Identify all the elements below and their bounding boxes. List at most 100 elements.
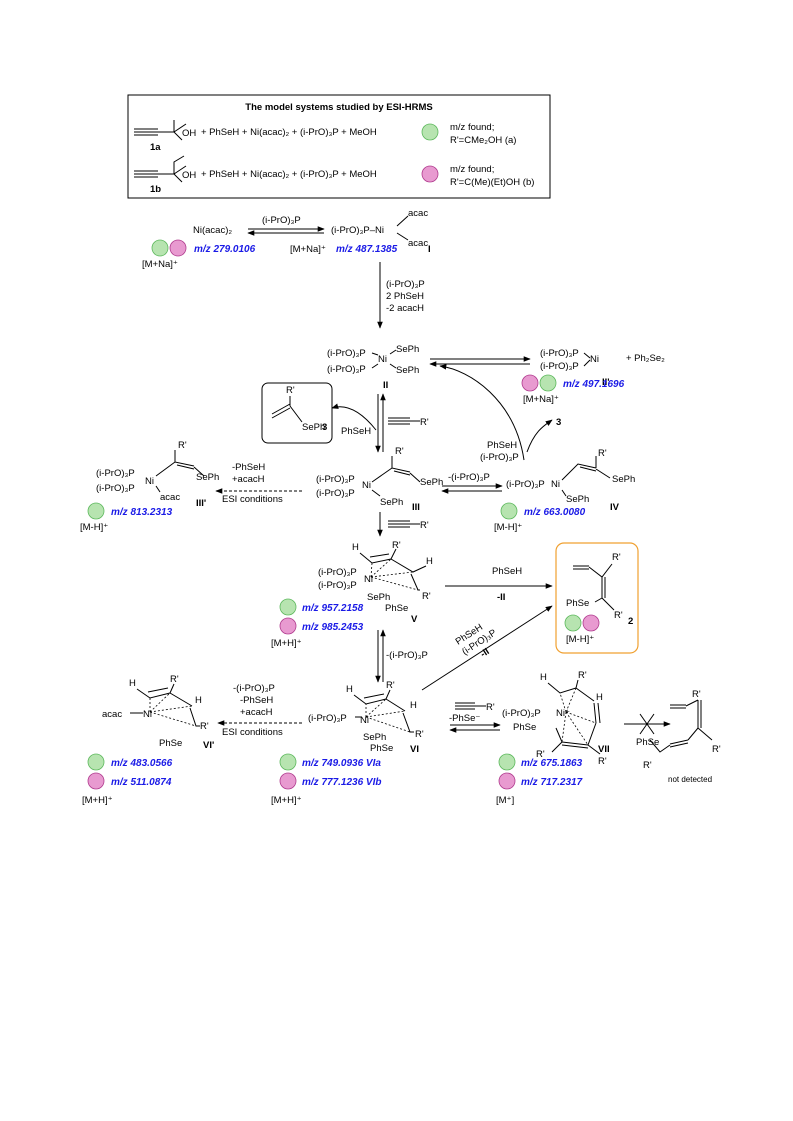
svg-text:(i-PrO)₃P: (i-PrO)₃P xyxy=(96,483,135,494)
svg-text:R': R' xyxy=(170,674,179,685)
cond-vi-up: -(i-PrO)₃P xyxy=(386,650,428,661)
svg-text:R': R' xyxy=(536,749,545,760)
svg-text:R': R' xyxy=(420,520,429,531)
ion-VIp: [M+H]⁺ xyxy=(82,795,113,806)
ion-IV: [M-H]⁺ xyxy=(494,522,522,533)
svg-text:(i-PrO)₃P: (i-PrO)₃P xyxy=(540,348,579,359)
species-I-formula: (i-PrO)₃P–Ni xyxy=(331,225,384,236)
svg-text:(i-PrO)₃P: (i-PrO)₃P xyxy=(316,488,355,499)
svg-text:(i-PrO)₃P: (i-PrO)₃P xyxy=(308,713,347,724)
reagents-row-b: + PhSeH + Ni(acac)₂ + (i-PrO)₃P + MeOH xyxy=(201,169,377,180)
svg-text:(i-PrO)₃P: (i-PrO)₃P xyxy=(327,364,366,375)
ion-IIp: [M+Na]⁺ xyxy=(523,394,559,405)
svg-text:R': R' xyxy=(614,610,623,621)
svg-text:PhSe: PhSe xyxy=(636,737,659,748)
found-b-1: m/z found; xyxy=(450,164,494,175)
svg-text:(i-PrO)₃P: (i-PrO)₃P xyxy=(316,474,355,485)
compound-label-1a: 1a xyxy=(150,142,161,153)
pink-circle-icon xyxy=(169,239,187,257)
svg-text:R': R' xyxy=(486,702,495,713)
pink-circle-icon xyxy=(498,772,516,790)
svg-text:Ni: Ni xyxy=(360,715,369,726)
svg-text:H: H xyxy=(352,542,359,553)
cond-v-1: PhSeH xyxy=(492,566,522,577)
cond-2-3: -2 acacH xyxy=(386,303,424,314)
ion-I: [M+Na]⁺ xyxy=(290,244,326,255)
svg-text:R': R' xyxy=(612,552,621,563)
green-circle-icon xyxy=(564,614,582,632)
svg-text:Ni: Ni xyxy=(364,574,373,585)
ion-IIIp: [M-H]⁺ xyxy=(80,522,108,533)
mz-VIa: m/z 749.0936 VIa xyxy=(302,758,381,769)
svg-text:R': R' xyxy=(692,689,701,700)
svg-text:SePh: SePh xyxy=(302,422,325,433)
species-III: (i-PrO)₃P (i-PrO)₃P Ni R' SePh SePh III xyxy=(316,446,443,513)
svg-text:H: H xyxy=(410,700,417,711)
svg-text:SePh: SePh xyxy=(396,365,419,376)
svg-text:SePh: SePh xyxy=(367,592,390,603)
species-VII: H R' H (i-PrO)₃P Ni⁺ PhSe R' R' VII xyxy=(502,670,610,767)
svg-text:H: H xyxy=(540,672,547,683)
structure-1b: OH 1b xyxy=(134,155,196,195)
species-IIp: (i-PrO)₃P (i-PrO)₃P Ni + Ph₂Se₂ II' xyxy=(540,348,665,388)
pink-circle-icon xyxy=(279,772,297,790)
label-VIp: VI' xyxy=(203,740,214,751)
cond-iii-left-2: +acacH xyxy=(232,474,265,485)
acac-1: acac xyxy=(408,208,428,219)
cond-vi-left-1: -(i-PrO)₃P xyxy=(233,683,275,694)
label-IIIp: III' xyxy=(196,498,206,509)
found-a-2: R'=CMe₂OH (a) xyxy=(450,135,516,146)
found-b-2: R'=C(Me)(Et)OH (b) xyxy=(450,177,534,188)
mz-VII-a: m/z 675.1863 xyxy=(521,758,583,769)
svg-text:R': R' xyxy=(415,729,424,740)
label-IV: IV xyxy=(610,502,620,513)
svg-text:SePh: SePh xyxy=(363,732,386,743)
mz-IIp: m/z 497.1696 xyxy=(563,379,625,390)
svg-text:Ni: Ni xyxy=(362,480,371,491)
green-circle-icon xyxy=(87,753,105,771)
cond-phosphite-1: (i-PrO)₃P xyxy=(262,215,301,226)
svg-text:H: H xyxy=(129,678,136,689)
svg-text:R': R' xyxy=(598,448,607,459)
svg-text:R': R' xyxy=(422,591,431,602)
green-circle-icon xyxy=(279,598,297,616)
ion-VI: [M+H]⁺ xyxy=(271,795,302,806)
ph2se2: + Ph₂Se₂ xyxy=(626,353,665,364)
species-IIIp: (i-PrO)₃P (i-PrO)₃P Ni R' SePh acac III' xyxy=(96,440,219,509)
cross-icon xyxy=(639,713,655,735)
cond-vi-left-4: ESI conditions xyxy=(222,727,283,738)
mz-I: m/z 487.1385 xyxy=(336,244,398,255)
svg-text:R': R' xyxy=(286,385,295,396)
cond-iii-left-1: -PhSeH xyxy=(232,462,265,473)
svg-text:R': R' xyxy=(643,760,652,771)
svg-text:PhSe: PhSe xyxy=(370,743,393,754)
green-circle-icon xyxy=(539,374,557,392)
cond-2-1: (i-PrO)₃P xyxy=(386,279,425,290)
svg-text:SePh: SePh xyxy=(396,344,419,355)
mz-VIp-b: m/z 511.0874 xyxy=(111,777,172,788)
cond-iii-right: -(i-PrO)₃P xyxy=(448,472,490,483)
cond-vii: -PhSe⁻ xyxy=(449,713,480,724)
svg-text:(i-PrO)₃P: (i-PrO)₃P xyxy=(502,708,541,719)
mz-IIIp: m/z 813.2313 xyxy=(111,507,173,518)
svg-text:R': R' xyxy=(386,680,395,691)
legend-title: The model systems studied by ESI-HRMS xyxy=(245,102,432,113)
svg-text:(i-PrO)₃P: (i-PrO)₃P xyxy=(506,479,545,490)
found-a-1: m/z found; xyxy=(450,122,494,133)
oh-group: OH xyxy=(182,128,196,139)
ion-2: [M-H]⁺ xyxy=(566,634,594,645)
species-IV: (i-PrO)₃P Ni R' SePh SePh IV xyxy=(506,448,635,513)
oh-group: OH xyxy=(182,170,196,181)
pink-circle-icon xyxy=(421,165,439,183)
ni-acac2: Ni(acac)₂ xyxy=(193,225,232,236)
label-III: III xyxy=(412,502,420,513)
svg-text:Ni: Ni xyxy=(145,476,154,487)
cond-2-2: 2 PhSeH xyxy=(386,291,424,302)
svg-text:R': R' xyxy=(578,670,587,681)
svg-text:(i-PrO)₃P: (i-PrO)₃P xyxy=(318,580,357,591)
mz-VIb: m/z 777.1236 VIb xyxy=(302,777,382,788)
mz-V-a: m/z 957.2158 xyxy=(302,603,364,614)
label-II: II xyxy=(383,380,388,391)
svg-text:SePh: SePh xyxy=(420,477,443,488)
